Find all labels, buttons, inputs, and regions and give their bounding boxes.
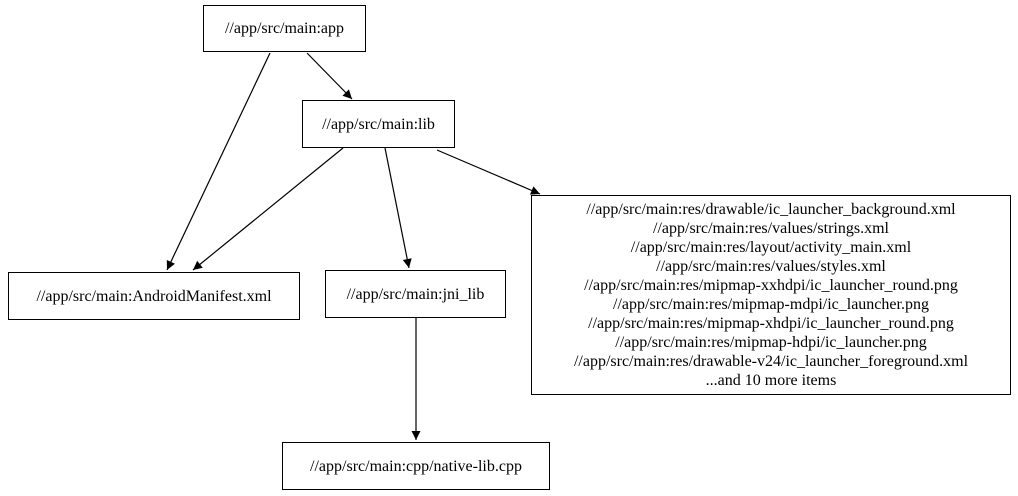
res-group-line: //app/src/main:res/mipmap-xxhdpi/ic_laun… xyxy=(584,277,958,294)
edge-lib-jnilib xyxy=(384,147,412,269)
node-app: //app/src/main:app xyxy=(203,5,366,52)
node-lib: //app/src/main:lib xyxy=(302,100,455,148)
node-app-label: //app/src/main:app xyxy=(224,20,345,37)
edge-lib-resgroup xyxy=(436,149,541,195)
node-native-lib-cpp: //app/src/main:cpp/native-lib.cpp xyxy=(282,442,550,490)
res-group-line: //app/src/main:res/values/styles.xml xyxy=(656,258,886,275)
node-jni-lib-label: //app/src/main:jni_lib xyxy=(346,285,485,303)
edge-app-lib xyxy=(306,52,353,100)
res-group-line: //app/src/main:res/layout/activity_main.… xyxy=(630,239,912,256)
res-group-line: //app/src/main:res/mipmap-hdpi/ic_launch… xyxy=(615,334,927,351)
res-group-line: //app/src/main:res/mipmap-mdpi/ic_launch… xyxy=(613,296,929,313)
edge-app-manifest xyxy=(166,52,271,271)
node-native-lib-cpp-label: //app/src/main:cpp/native-lib.cpp xyxy=(310,457,522,475)
res-group-line: //app/src/main:res/drawable/ic_launcher_… xyxy=(586,201,956,218)
node-lib-label: //app/src/main:lib xyxy=(322,115,435,133)
res-group-line: //app/src/main:res/drawable-v24/ic_launc… xyxy=(573,353,969,370)
node-android-manifest-label: //app/src/main:AndroidManifest.xml xyxy=(36,287,272,305)
edge-lib-manifest xyxy=(192,147,344,271)
node-res-group: //app/src/main:res/drawable/ic_launcher_… xyxy=(531,195,1011,395)
res-group-line: //app/src/main:res/values/strings.xml xyxy=(653,220,889,237)
node-android-manifest: //app/src/main:AndroidManifest.xml xyxy=(8,272,300,320)
res-group-line: //app/src/main:res/mipmap-xhdpi/ic_launc… xyxy=(588,315,954,332)
res-group-more-items: ...and 10 more items xyxy=(705,372,837,389)
node-jni-lib: //app/src/main:jni_lib xyxy=(325,270,506,318)
